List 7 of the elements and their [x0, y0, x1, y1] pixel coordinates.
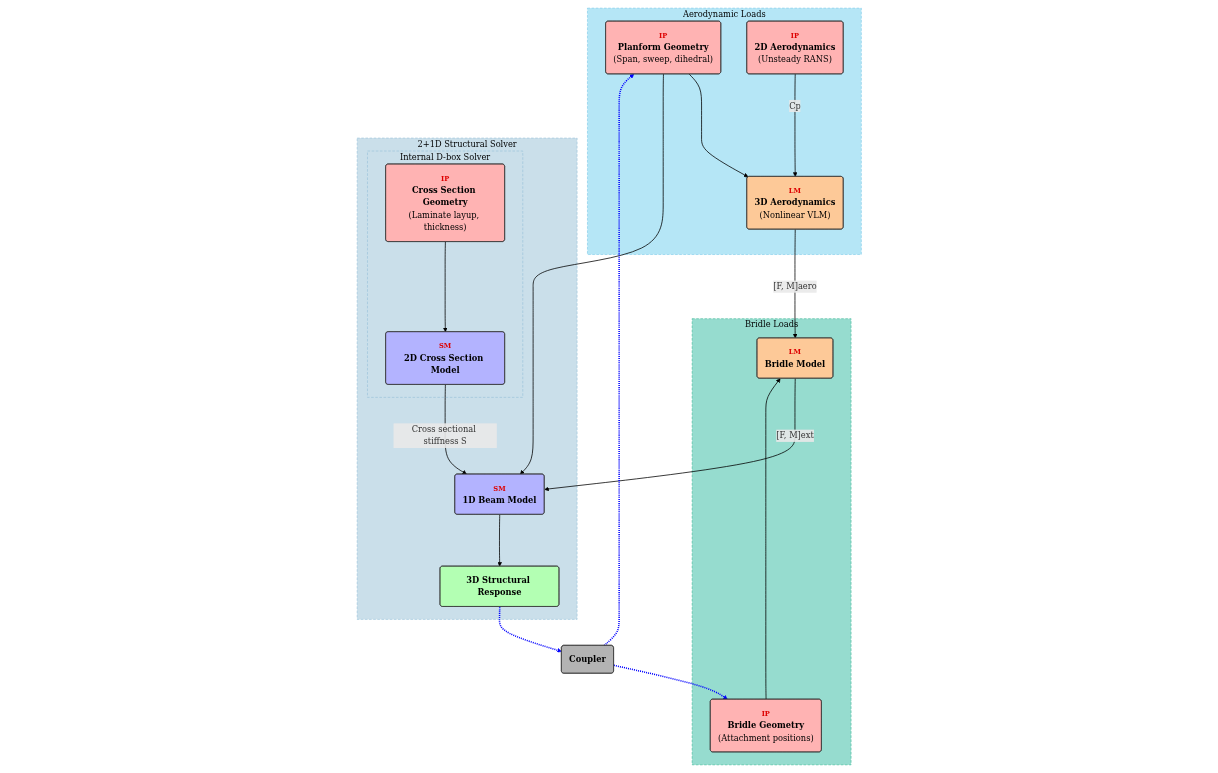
edge-label: Cross sectional stiffness S: [411, 424, 476, 447]
arrow: [603, 73, 634, 647]
arrow: [612, 664, 728, 700]
edge-label: [F, M]ext: [775, 430, 814, 441]
arrow: [498, 605, 562, 653]
edge-label: Cp: [788, 100, 801, 111]
edge-label: [F, M]aero: [772, 281, 817, 292]
